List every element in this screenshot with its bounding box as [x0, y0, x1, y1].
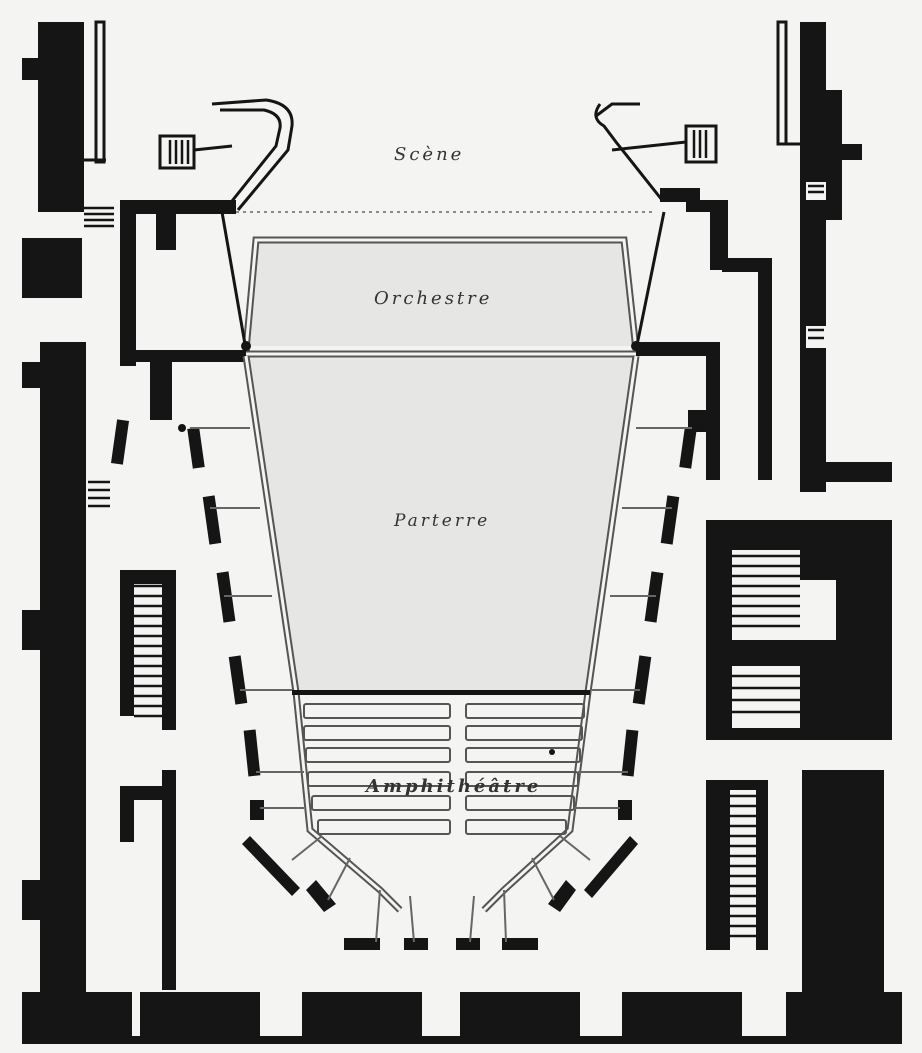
left-corridor-stair — [88, 480, 162, 718]
right-inner-corridor — [636, 200, 772, 480]
label-scene: Scène — [394, 144, 464, 165]
label-orchestre: Orchestre — [374, 288, 492, 309]
proscenium-left — [158, 98, 294, 211]
bottom-wall — [22, 992, 902, 1044]
left-entry-stair-top — [84, 206, 114, 228]
left-outer-wall — [22, 20, 114, 1014]
label-parterre: Parterre — [393, 511, 490, 531]
right-stair-block-lower — [706, 770, 884, 992]
columns — [164, 341, 716, 784]
left-inner-corridor — [88, 200, 250, 990]
label-amphitheatre: Amphithéâtre — [364, 776, 541, 797]
auditorium-hall — [220, 211, 666, 913]
boxes-left — [187, 427, 428, 950]
amphitheatre-rows — [303, 703, 585, 835]
right-outer-wall — [776, 20, 892, 492]
proscenium-right — [594, 102, 718, 202]
right-stair-block-upper — [706, 520, 892, 740]
boxes-right — [456, 427, 697, 950]
